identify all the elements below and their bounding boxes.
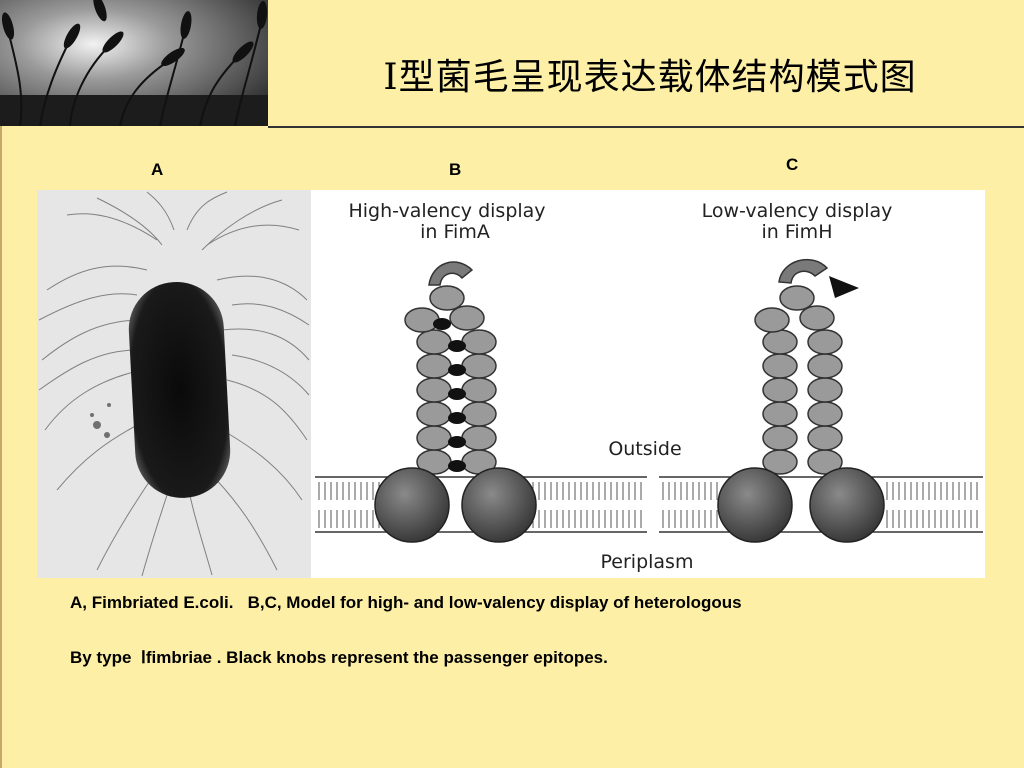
panel-c-title-line1: Low-valency display <box>702 200 893 222</box>
fima-model-diagram: High-valency display in FimA <box>348 200 682 475</box>
outside-label: Outside <box>608 438 681 460</box>
fima-fimbria-stack <box>404 261 497 475</box>
panel-c-title-line2: in FimH <box>762 221 833 243</box>
slide-header: Ⅰ型菌毛呈现表达载体结构模式图 <box>0 0 1024 128</box>
fimh-model-diagram: Low-valency display in FimH <box>702 200 893 475</box>
wheat-field-photo <box>0 0 268 126</box>
left-border <box>0 126 2 768</box>
caption-line-2: By type Ⅰfimbriae . Black knobs represen… <box>70 648 608 667</box>
caption-line-1: A, Fimbriated E.coli. B,C, Model for hig… <box>70 593 742 612</box>
title-underline <box>268 126 1024 128</box>
slide-title: Ⅰ型菌毛呈现表达载体结构模式图 <box>383 57 917 98</box>
panel-label-a: A <box>151 160 164 179</box>
panel-b-title-line1: High-valency display <box>348 200 545 222</box>
ecoli-micrograph <box>37 190 311 578</box>
figure: High-valency display in FimA <box>37 190 985 578</box>
usher-protein-b-left <box>374 467 450 543</box>
membrane-bilayer: Periplasm <box>315 467 983 573</box>
fimh-fimbria-stack <box>754 258 859 475</box>
usher-protein-b-right <box>461 467 537 543</box>
periplasm-label: Periplasm <box>601 551 694 573</box>
panel-b-title-line2: in FimA <box>420 221 490 243</box>
panel-label-b: B <box>449 160 462 179</box>
panel-label-c: C <box>786 155 799 174</box>
usher-protein-c-left <box>717 467 793 543</box>
usher-protein-c-right <box>809 467 885 543</box>
